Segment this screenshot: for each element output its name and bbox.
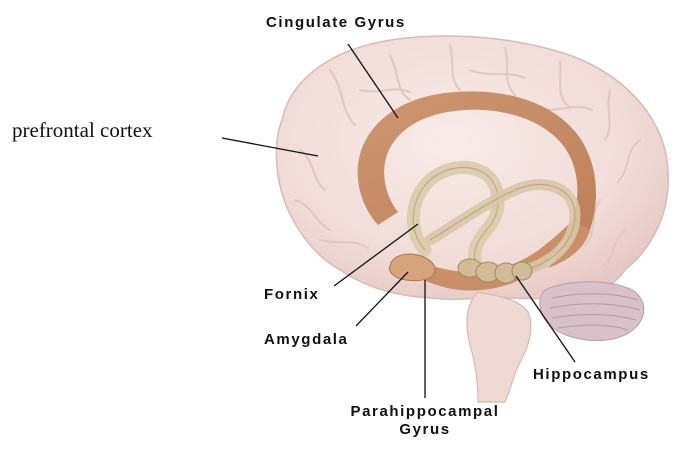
brain-stem — [467, 292, 531, 402]
cerebellum — [540, 282, 644, 341]
label-parahippocampal-gyrus: Parahippocampal Gyrus — [325, 403, 525, 439]
label-hippocampus: Hippocampus — [533, 366, 650, 384]
label-parahippocampal-line1: Parahippocampal — [325, 403, 525, 421]
label-fornix: Fornix — [264, 286, 319, 304]
label-prefrontal-cortex: prefrontal cortex — [12, 118, 153, 142]
label-cingulate-gyrus: Cingulate Gyrus — [266, 14, 406, 32]
label-parahippocampal-line2: Gyrus — [325, 421, 525, 439]
label-amygdala: Amygdala — [264, 331, 349, 349]
